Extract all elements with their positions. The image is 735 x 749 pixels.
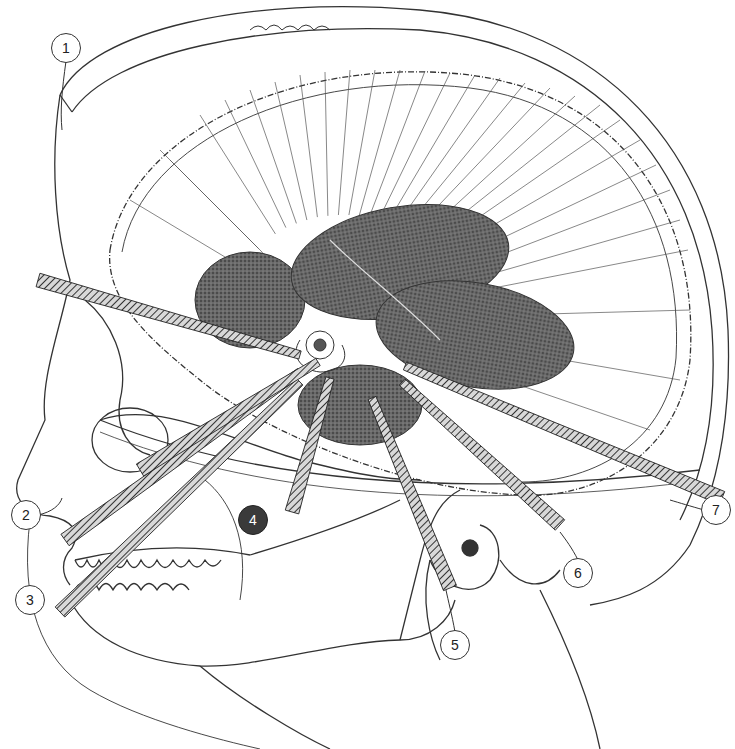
falx-line	[391, 75, 475, 217]
skull-outline	[17, 7, 729, 749]
falx-lines	[130, 70, 690, 430]
falx-line	[370, 71, 425, 215]
callout-number: 2	[11, 500, 41, 530]
falx-line	[359, 70, 400, 215]
hatched-band	[36, 273, 301, 359]
hatched-band	[136, 358, 320, 476]
falx-line	[170, 160, 263, 253]
callout-number: 5	[440, 630, 470, 660]
falx-line	[325, 72, 328, 216]
falx-line	[225, 100, 286, 228]
callout-number: 6	[563, 558, 593, 588]
falx-line	[275, 82, 307, 220]
callout-number: 3	[15, 585, 45, 615]
falx-line	[480, 250, 688, 291]
hatched-band	[285, 377, 334, 514]
callout-number: 7	[701, 495, 731, 525]
falx-line	[380, 73, 450, 216]
falx-line	[401, 78, 500, 218]
callout-number: 1	[51, 33, 81, 63]
hatched-bands	[36, 273, 725, 617]
falx-line	[412, 83, 525, 220]
falx-line	[200, 115, 275, 234]
hatched-band	[403, 362, 724, 504]
falx-line	[338, 70, 350, 215]
falx-line	[349, 70, 375, 215]
callout-number: 4	[238, 505, 268, 535]
leader-lines	[38, 61, 704, 632]
hatched-band	[55, 379, 303, 617]
falx-line	[300, 75, 317, 217]
falx-line	[422, 88, 550, 223]
falx-line	[250, 90, 296, 223]
